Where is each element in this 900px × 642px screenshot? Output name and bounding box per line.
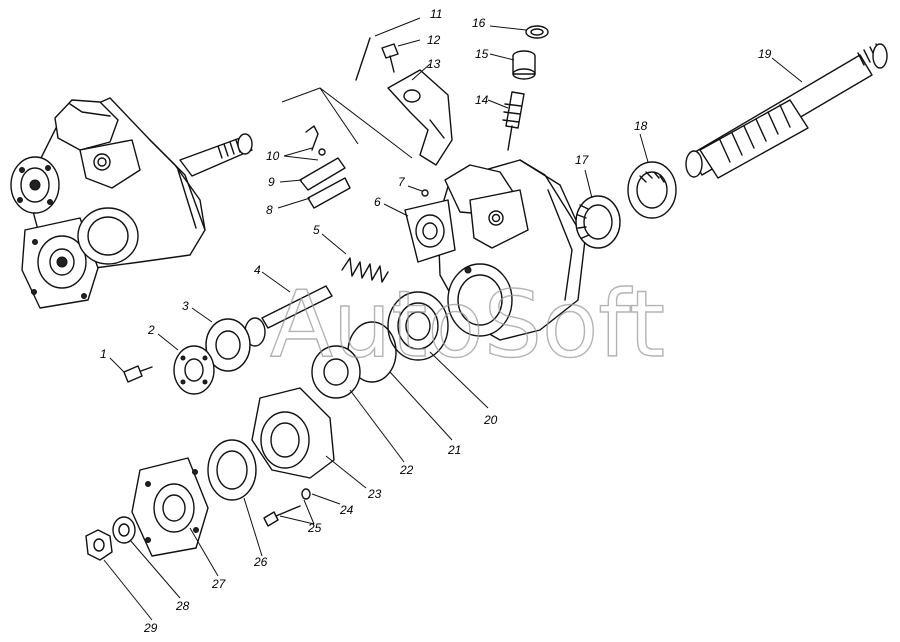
washer-part-28 xyxy=(112,516,136,544)
plate-part-2 xyxy=(173,345,215,395)
callout-19: 19 xyxy=(758,47,772,61)
callout-14: 14 xyxy=(475,93,489,107)
sensor-part-14 xyxy=(502,91,525,151)
assembled-transfer-case xyxy=(10,97,253,309)
bearing-part-20 xyxy=(387,291,449,361)
bearing-part-17 xyxy=(575,195,621,249)
ring-part-16 xyxy=(525,25,549,39)
cover-part-3 xyxy=(205,318,251,372)
small-parts-7-10 xyxy=(299,125,429,209)
callout-23: 23 xyxy=(367,487,382,501)
callout-24: 24 xyxy=(339,503,354,517)
wire-part-11 xyxy=(355,37,371,81)
callout-28: 28 xyxy=(175,599,190,613)
fork-part-13 xyxy=(387,69,453,166)
spring-part-5 xyxy=(341,257,389,283)
bolt-part-1 xyxy=(123,365,153,383)
callout-5: 5 xyxy=(313,223,320,237)
callout-6: 6 xyxy=(374,195,381,209)
callout-25: 25 xyxy=(307,521,322,535)
nut-part-29 xyxy=(85,529,113,561)
callout-12: 12 xyxy=(427,33,441,47)
callout-11: 11 xyxy=(430,7,442,21)
callout-3: 3 xyxy=(182,299,189,313)
callout-4: 4 xyxy=(254,263,261,277)
callout-17: 17 xyxy=(575,153,590,167)
callout-18: 18 xyxy=(634,119,648,133)
callout-21: 21 xyxy=(447,443,461,457)
washer-part-22 xyxy=(311,345,361,399)
callout-8: 8 xyxy=(266,203,273,217)
housing-part-6 xyxy=(404,159,586,341)
callout-29: 29 xyxy=(143,621,158,635)
shaft-part-19 xyxy=(685,43,888,179)
callout-1: 1 xyxy=(100,347,107,361)
bearing-part-18 xyxy=(627,161,677,219)
flange-part-27 xyxy=(131,457,209,557)
callout-27: 27 xyxy=(211,577,227,591)
bolt-part-12 xyxy=(381,43,399,73)
callout-labels: 1 2 3 4 5 6 7 8 9 10 11 12 13 14 15 16 1… xyxy=(100,7,772,635)
leader-lines xyxy=(103,17,803,621)
callout-7: 7 xyxy=(398,175,406,189)
callout-10: 10 xyxy=(266,149,280,163)
washers-part-24-25 xyxy=(263,488,311,527)
housing-part-23 xyxy=(251,387,335,479)
callout-26: 26 xyxy=(253,555,268,569)
callout-16: 16 xyxy=(472,16,486,30)
callout-13: 13 xyxy=(427,57,441,71)
callout-22: 22 xyxy=(399,463,414,477)
seal-part-26 xyxy=(207,439,257,501)
callout-20: 20 xyxy=(483,413,498,427)
watermark-text: AutoSoft xyxy=(270,271,665,378)
callout-2: 2 xyxy=(147,323,155,337)
callout-9: 9 xyxy=(268,175,275,189)
callout-15: 15 xyxy=(475,47,489,61)
cap-part-15 xyxy=(512,50,536,80)
